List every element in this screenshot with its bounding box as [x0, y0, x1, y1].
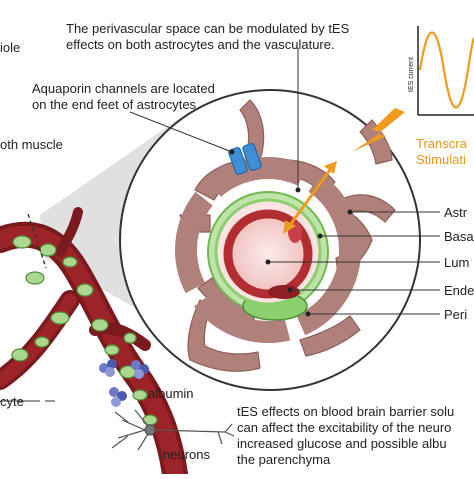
- aquaporin-channel-icon: [228, 143, 262, 175]
- endothelial-nucleus: [268, 285, 300, 299]
- right-label-basal: Basa: [444, 229, 474, 244]
- perivascular-annotation-line1: The perivascular space can be modulated …: [66, 21, 350, 36]
- perivascular-annotation-line2: effects on both astrocytes and the vascu…: [66, 37, 335, 52]
- stimulation-arrow: [283, 161, 337, 234]
- tes-current-waveform: [418, 31, 474, 109]
- tes-stimulation-label-line2: Stimulati: [416, 152, 466, 167]
- bbb-annotation-line4: the parenchyma: [237, 452, 331, 467]
- lightning-bolt-icon: [352, 108, 405, 152]
- aquaporin-annotation-line2: on the end feet of astrocytes: [32, 97, 197, 112]
- lumen: [236, 222, 300, 286]
- tes-current-plot: tES current: [408, 26, 474, 116]
- neuron-icon: [111, 409, 235, 451]
- tes-current-axis-label: tES current: [408, 57, 415, 92]
- astrocyte-ring: [175, 157, 361, 343]
- astrocyte-end-feet-cluster: [11, 235, 158, 426]
- smooth-muscle-label: oth muscle: [0, 137, 63, 152]
- bbb-annotation-line2: can affect the excitability of the neuro: [237, 420, 452, 435]
- leader-dots: [229, 149, 353, 317]
- neurons-label: neurons: [163, 447, 210, 462]
- section-cut-line: [27, 213, 47, 269]
- bbb-annotation-line3: increased glucose and possible albu: [237, 436, 447, 451]
- right-label-pericyte: Peri: [444, 307, 468, 322]
- albumin-label: albumin: [148, 386, 194, 401]
- arteriole-label: iole: [0, 40, 21, 55]
- right-label-astrocyte: Astr: [444, 205, 468, 220]
- tes-stimulation-label-line1: Transcra: [416, 136, 467, 151]
- albumin-molecule-icon: [99, 359, 149, 407]
- bbb-annotation-line1: tES effects on blood brain barrier solu: [237, 404, 455, 419]
- aquaporin-annotation-line1: Aquaporin channels are located: [32, 81, 215, 96]
- astrocyte-left-label: cyte: [0, 394, 24, 409]
- right-label-lumen: Lum: [444, 255, 470, 270]
- leader-lines: [0, 48, 440, 402]
- right-label-endothelium: Ende: [444, 283, 474, 298]
